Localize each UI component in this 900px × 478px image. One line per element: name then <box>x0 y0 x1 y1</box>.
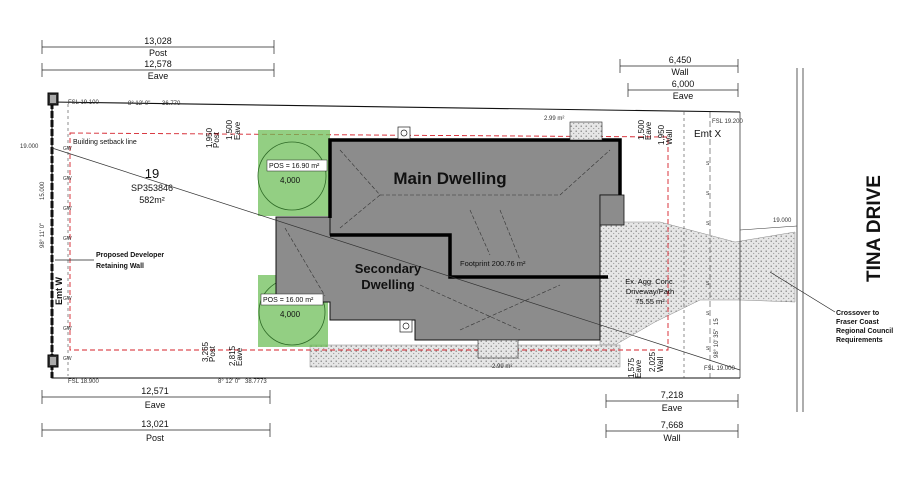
fsl-top-right: FSL 19.200 <box>712 119 743 125</box>
fsl-top-left: FSL 19.100 <box>68 100 99 106</box>
easement-markers: GW GW GW GW GW GW GW S S S S S S <box>63 146 710 362</box>
lot-number: 19 <box>145 166 159 181</box>
setback-br-2: 2,025 <box>648 351 657 372</box>
survey-line <box>51 147 741 371</box>
main-dwelling-label: Main Dwelling <box>393 169 506 188</box>
svg-text:S: S <box>706 346 710 352</box>
dim-bl-eave-value: 12,571 <box>141 386 169 396</box>
distance-right: 15 <box>714 318 720 325</box>
emt-w-label: Emt W <box>54 276 64 305</box>
driveway-label-3: 75.55 m² <box>635 297 665 306</box>
dim-top-eave-label: Eave <box>148 71 169 81</box>
svg-text:GW: GW <box>63 236 72 242</box>
setback-bottom-2: 2,815 <box>228 345 237 366</box>
svg-text:GW: GW <box>63 206 72 212</box>
dim-br-wall-label: Wall <box>663 433 680 443</box>
svg-text:GW: GW <box>63 326 72 332</box>
crossover-label-4: Requirements <box>836 337 883 344</box>
fsl-bottom-left: FSL 18.900 <box>68 379 99 385</box>
svg-text:S: S <box>706 191 710 197</box>
dim-bl-post-value: 13,021 <box>141 419 169 429</box>
svg-text:S: S <box>706 281 710 287</box>
bearing-top: 8° 12' 0" <box>128 101 150 107</box>
pos-bottom-label: POS = 16.00 m² <box>263 297 314 304</box>
distance-left: 15.000 <box>40 181 46 200</box>
dim-br-wall-value: 7,668 <box>661 420 684 430</box>
pos-bottom-dim: 4,000 <box>280 310 301 319</box>
crossover-label-2: Fraser Coast <box>836 319 879 326</box>
dim-bl-eave-label: Eave <box>145 400 166 410</box>
svg-text:GW: GW <box>63 146 72 152</box>
setback-right-2: 1,950 <box>657 124 666 145</box>
secondary-dwelling-label-2: Dwelling <box>361 277 415 292</box>
bearing-bottom: 8° 12' 0" <box>218 379 240 385</box>
top-dimensions: 13,028 Post 12,578 Eave 6,450 Wall 6,000… <box>41 36 739 101</box>
bearing-left: 98° 11' 0" <box>40 223 46 248</box>
distance-bottom: 38.7773 <box>245 379 267 385</box>
setback-right-1: 1,500 <box>637 119 646 140</box>
dim-tr-eave-value: 6,000 <box>672 79 695 89</box>
setback-br-1: 1,575 <box>627 357 636 378</box>
pos-top-label: POS = 16.90 m² <box>269 163 320 170</box>
crossover-label-3: Regional Council <box>836 328 893 335</box>
dim-tr-wall-value: 6,450 <box>669 55 692 65</box>
svg-text:GW: GW <box>63 356 72 362</box>
level-left: 19.000 <box>20 144 39 150</box>
pos-area-top <box>258 130 330 216</box>
retaining-wall-label-1: Proposed Developer <box>96 252 164 259</box>
road-name: TINA DRIVE <box>864 175 885 282</box>
dim-tr-eave-label: Eave <box>673 91 694 101</box>
roof-lines <box>284 149 611 331</box>
setback-top-2: 1,500 <box>225 119 234 140</box>
setback-bottom-1-label: Post <box>208 345 217 362</box>
dim-br-eave-label: Eave <box>662 403 683 413</box>
driveway-label-1: Ex. Agg. Conc. <box>625 277 675 286</box>
setback-line <box>69 132 669 351</box>
svg-text:GW: GW <box>63 176 72 182</box>
bearing-right: 98° 10' 35" <box>714 329 720 358</box>
level-right: 19.000 <box>773 218 792 224</box>
distance-top: 36.770 <box>162 101 181 107</box>
driveway-label-2: Driveway/Path <box>626 287 674 296</box>
setback-bottom-2-label: Eave <box>235 347 244 366</box>
dim-top-post-label: Post <box>149 48 168 58</box>
setback-right-2-label: Wall <box>665 130 674 145</box>
dim-top-eave-value: 12,578 <box>144 59 172 69</box>
area-top-label: 2.99 m² <box>544 116 564 122</box>
dim-bl-post-label: Post <box>146 433 165 443</box>
retaining-wall <box>47 92 59 378</box>
setback-bottom-1: 3,265 <box>201 341 210 362</box>
setback-right-1-label: Eave <box>644 121 653 140</box>
dim-top-post-value: 13,028 <box>144 36 172 46</box>
area-bottom-label: 2.99 m² <box>492 364 512 370</box>
crossover-label-1: Crossover to <box>836 310 879 317</box>
emt-x-label: Emt X <box>694 129 722 140</box>
retaining-wall-label-2: Retaining Wall <box>96 263 144 270</box>
dim-tr-wall-label: Wall <box>671 67 688 77</box>
lot-plan: SP353846 <box>131 183 173 193</box>
svg-text:S: S <box>706 311 710 317</box>
bottom-paving <box>309 344 621 368</box>
setback-line-label: Building setback line <box>73 139 137 146</box>
setback-top-1: 1,950 <box>205 127 214 148</box>
pos-top-dim: 4,000 <box>280 176 301 185</box>
footprint-label: Footprint 200.76 m² <box>460 259 526 268</box>
lot-area: 582m² <box>139 195 165 205</box>
bottom-dimensions: 12,571 Eave 13,021 Post 7,218 Eave 7,668… <box>41 386 739 443</box>
setback-br-1-label: Eave <box>634 359 643 378</box>
setback-top-1-label: Post <box>212 131 221 148</box>
secondary-dwelling-label-1: Secondary <box>355 261 422 276</box>
setback-top-2-label: Eave <box>233 121 242 140</box>
fsl-bottom-right: FSL 19.000 <box>704 366 735 372</box>
setback-br-2-label: Wall <box>656 357 665 372</box>
svg-text:GW: GW <box>63 296 72 302</box>
dim-br-eave-value: 7,218 <box>661 390 684 400</box>
svg-text:S: S <box>706 161 710 167</box>
svg-text:S: S <box>706 221 710 227</box>
